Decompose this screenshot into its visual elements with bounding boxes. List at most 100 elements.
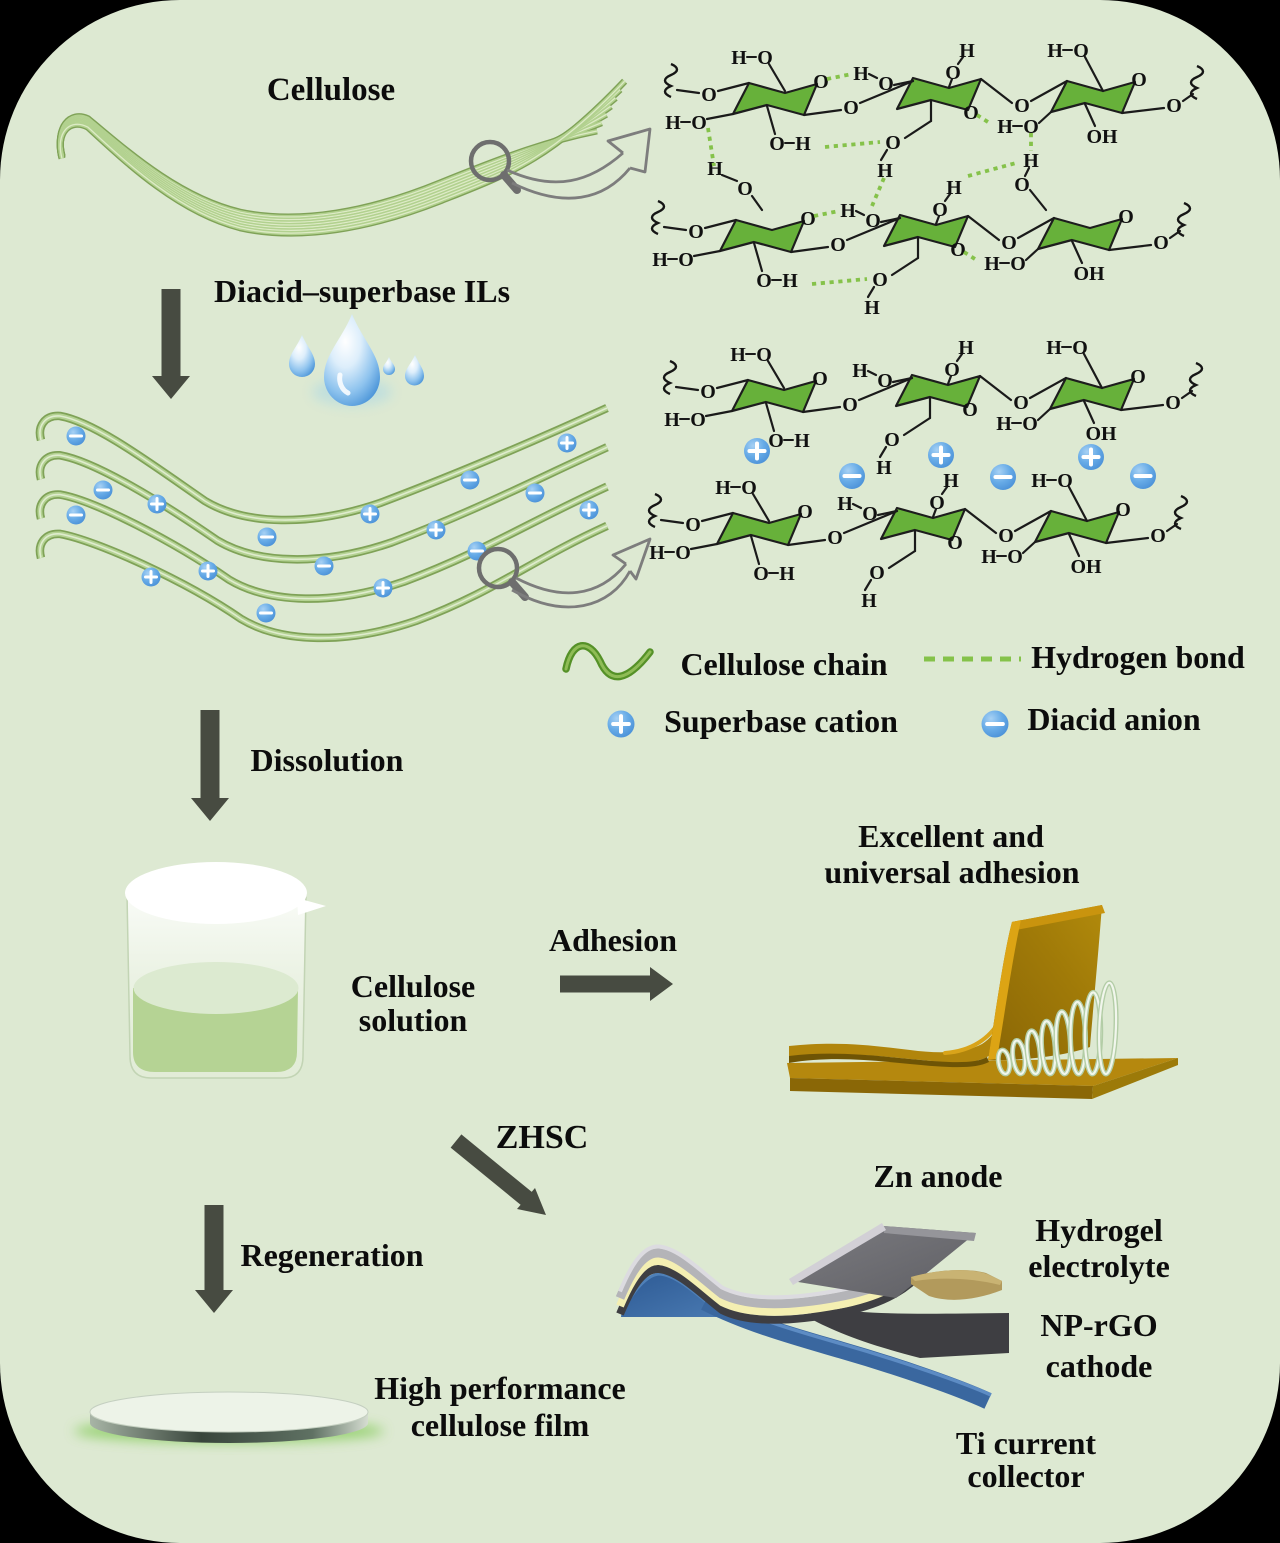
svg-text:universal adhesion: universal adhesion	[824, 854, 1079, 890]
svg-text:Excellent and: Excellent and	[858, 818, 1044, 854]
svg-text:H: H	[853, 63, 869, 85]
svg-text:O: O	[768, 430, 784, 452]
svg-text:H: H	[1046, 337, 1062, 359]
svg-text:H: H	[665, 112, 681, 134]
svg-text:O: O	[678, 249, 694, 271]
svg-text:O: O	[701, 84, 717, 106]
svg-text:Cellulose: Cellulose	[351, 968, 475, 1004]
svg-text:O: O	[1166, 95, 1182, 117]
svg-text:O: O	[998, 525, 1014, 547]
svg-text:O: O	[1130, 366, 1146, 388]
svg-text:O: O	[1007, 546, 1023, 568]
svg-text:H: H	[876, 457, 892, 479]
svg-text:O: O	[769, 133, 785, 155]
svg-text:O: O	[1023, 116, 1039, 138]
svg-text:O: O	[797, 501, 813, 523]
svg-text:Diacid–superbase ILs: Diacid–superbase ILs	[214, 273, 510, 309]
svg-text:O: O	[800, 208, 816, 230]
svg-text:O: O	[1013, 392, 1029, 414]
svg-text:O: O	[685, 514, 701, 536]
svg-text:H: H	[715, 477, 731, 499]
svg-text:H: H	[861, 590, 877, 612]
svg-text:O: O	[813, 71, 829, 93]
svg-text:O: O	[1010, 253, 1026, 275]
svg-text:O: O	[884, 429, 900, 451]
svg-text:Dissolution: Dissolution	[251, 742, 404, 778]
svg-text:O: O	[688, 221, 704, 243]
svg-text:H: H	[996, 413, 1012, 435]
svg-text:O: O	[1001, 232, 1017, 254]
svg-text:H: H	[1023, 150, 1039, 172]
svg-text:H: H	[1031, 470, 1047, 492]
svg-text:O: O	[1118, 206, 1134, 228]
svg-text:Ti current: Ti current	[956, 1425, 1096, 1461]
svg-text:O: O	[830, 234, 846, 256]
svg-text:Diacid anion: Diacid anion	[1027, 701, 1201, 737]
svg-text:O: O	[1165, 392, 1181, 414]
svg-text:H: H	[959, 40, 975, 62]
svg-text:O: O	[947, 532, 963, 554]
svg-text:O: O	[827, 527, 843, 549]
svg-text:H: H	[837, 493, 853, 515]
svg-text:H: H	[981, 546, 997, 568]
svg-text:Adhesion: Adhesion	[549, 922, 677, 958]
svg-text:O: O	[1022, 413, 1038, 435]
svg-text:O: O	[932, 199, 948, 221]
svg-text:Zn anode: Zn anode	[874, 1158, 1003, 1194]
svg-text:H: H	[652, 249, 668, 271]
svg-text:OH: OH	[1086, 126, 1118, 148]
svg-text:Cellulose chain: Cellulose chain	[680, 646, 887, 682]
svg-text:O: O	[691, 112, 707, 134]
svg-text:OH: OH	[1070, 556, 1102, 578]
svg-text:O: O	[945, 62, 961, 84]
svg-text:O: O	[862, 503, 878, 525]
svg-text:OH: OH	[1073, 263, 1105, 285]
svg-text:H: H	[730, 344, 746, 366]
svg-text:O: O	[1014, 95, 1030, 117]
svg-text:O: O	[843, 97, 859, 119]
svg-text:O: O	[872, 269, 888, 291]
svg-text:H: H	[840, 200, 856, 222]
svg-text:H: H	[864, 297, 880, 319]
svg-text:O: O	[929, 492, 945, 514]
svg-text:H: H	[997, 116, 1013, 138]
svg-text:H: H	[731, 47, 747, 69]
svg-text:H: H	[664, 409, 680, 431]
svg-text:solution: solution	[359, 1002, 468, 1038]
svg-text:NP-rGO: NP-rGO	[1040, 1307, 1157, 1343]
svg-text:O: O	[756, 270, 772, 292]
svg-text:OH: OH	[1085, 423, 1117, 445]
svg-text:O: O	[950, 239, 966, 261]
svg-text:O: O	[1014, 174, 1030, 196]
svg-text:Superbase cation: Superbase cation	[664, 703, 898, 739]
svg-text:O: O	[812, 368, 828, 390]
svg-text:H: H	[794, 430, 810, 452]
svg-text:O: O	[963, 102, 979, 124]
svg-text:electrolyte: electrolyte	[1028, 1248, 1170, 1284]
svg-text:cathode: cathode	[1046, 1348, 1153, 1384]
svg-text:O: O	[869, 562, 885, 584]
svg-text:O: O	[885, 132, 901, 154]
svg-text:O: O	[700, 381, 716, 403]
svg-text:O: O	[1153, 232, 1169, 254]
svg-text:O: O	[962, 399, 978, 421]
svg-text:H: H	[852, 360, 868, 382]
svg-text:O: O	[1150, 525, 1166, 547]
svg-text:O: O	[737, 178, 753, 200]
svg-text:H: H	[958, 337, 974, 359]
svg-text:O: O	[753, 563, 769, 585]
svg-text:O: O	[1115, 499, 1131, 521]
svg-text:H: H	[1047, 40, 1063, 62]
svg-text:Hydrogen bond: Hydrogen bond	[1031, 639, 1245, 675]
svg-text:ZHSC: ZHSC	[496, 1119, 589, 1156]
svg-text:O: O	[878, 73, 894, 95]
svg-text:collector: collector	[967, 1458, 1084, 1494]
svg-text:High performance: High performance	[374, 1370, 626, 1406]
svg-text:Hydrogel: Hydrogel	[1035, 1212, 1163, 1248]
svg-text:O: O	[842, 394, 858, 416]
svg-text:O: O	[865, 210, 881, 232]
svg-text:H: H	[877, 160, 893, 182]
svg-text:H: H	[707, 158, 723, 180]
svg-text:H: H	[779, 563, 795, 585]
svg-text:O: O	[675, 542, 691, 564]
